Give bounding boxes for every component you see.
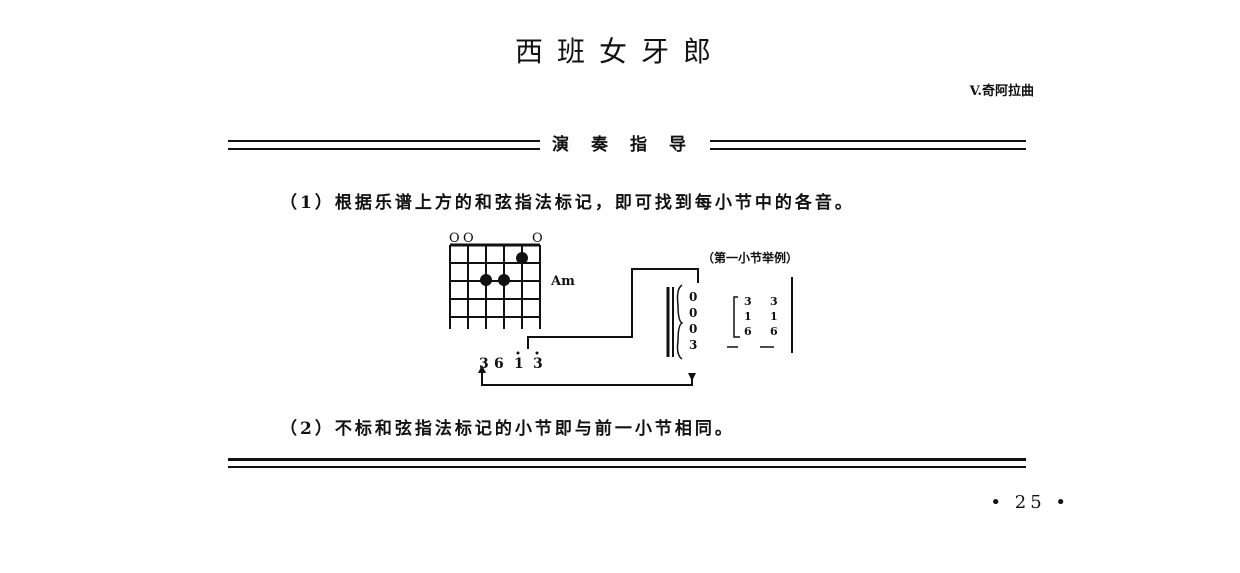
bottom-note: 3 xyxy=(533,356,543,372)
octave-dot xyxy=(516,351,520,355)
example-label: （第一小节举例） xyxy=(702,250,798,265)
octave-dot xyxy=(535,351,539,355)
finger-dot xyxy=(516,252,528,264)
chord-diagram: O O O Am 3 6 1 3 0 0 0 3 （第一小节举例） xyxy=(449,231,798,386)
open-marker: O xyxy=(449,231,460,246)
staff-note: 3 xyxy=(744,295,752,308)
finger-dot xyxy=(480,274,492,286)
bottom-rule-1 xyxy=(228,458,1026,461)
stack-note: 0 xyxy=(689,290,697,304)
staff-note: 1 xyxy=(744,310,752,323)
staff-note: 3 xyxy=(770,295,778,308)
bottom-rule-2 xyxy=(228,466,1026,468)
guide-paragraph-1: （1）根据乐谱上方的和弦指法标记，即可找到每小节中的各音。 xyxy=(280,193,855,213)
measure-lines xyxy=(727,277,793,353)
stack-note: 0 xyxy=(689,306,697,320)
finger-dot xyxy=(498,274,510,286)
guide-paragraph-2: （2）不标和弦指法标记的小节即与前一小节相同。 xyxy=(280,419,735,439)
open-marker: O xyxy=(463,231,474,246)
bottom-note: 1 xyxy=(514,356,524,372)
staff-note: 6 xyxy=(770,325,778,338)
guide-heading: 演奏指导 xyxy=(540,132,710,158)
stack-note: 3 xyxy=(689,338,697,352)
page-number: • 25 • xyxy=(990,492,1070,513)
chord-name: Am xyxy=(550,274,575,289)
arrow-up-icon xyxy=(478,365,486,373)
stack-note: 0 xyxy=(689,322,697,336)
composer-credit: V.奇阿拉曲 xyxy=(969,84,1034,99)
bottom-note: 6 xyxy=(494,356,504,372)
fretboard xyxy=(449,243,541,329)
bottom-note: 3 xyxy=(479,356,489,372)
staff-note: 1 xyxy=(770,310,778,323)
open-marker: O xyxy=(532,231,543,246)
staff-note: 6 xyxy=(744,325,752,338)
page-title: 西班女牙郎 xyxy=(514,35,725,68)
stack-bracket xyxy=(666,284,684,360)
arrow-down-icon xyxy=(688,373,696,381)
